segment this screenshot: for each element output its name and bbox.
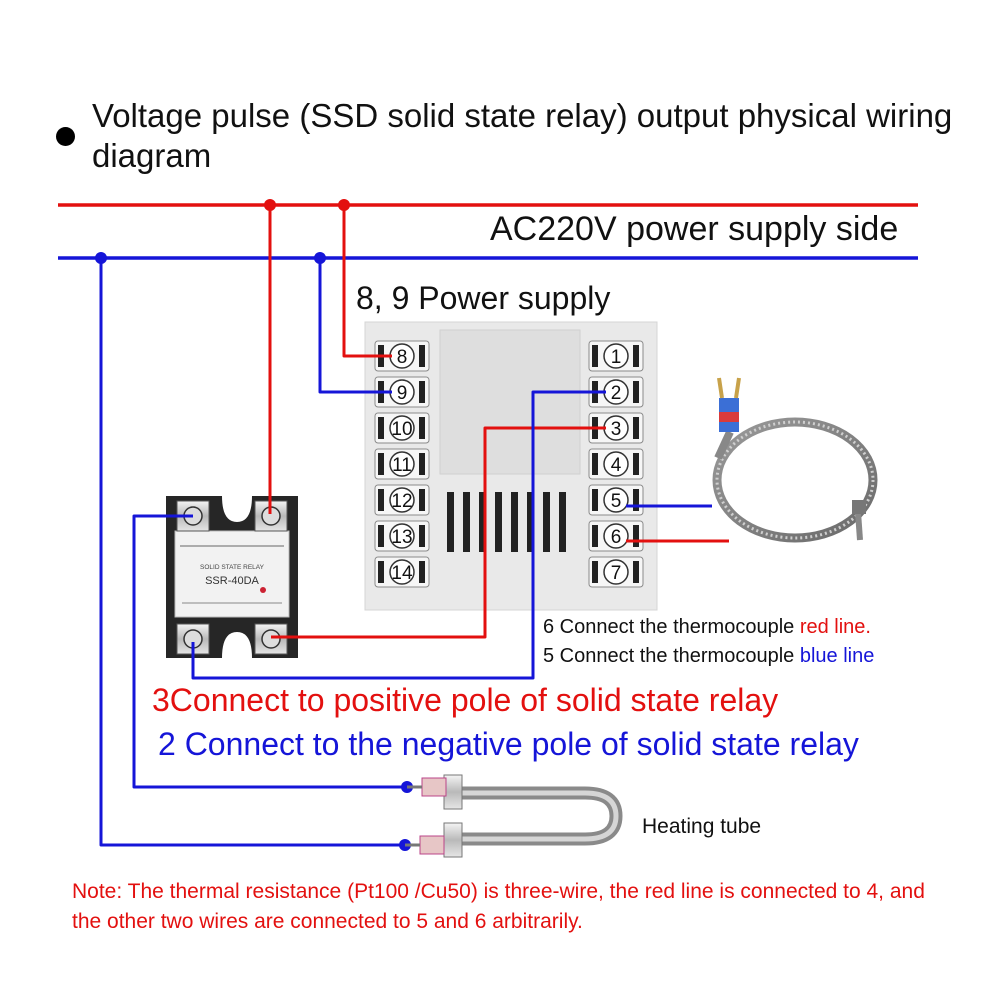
thermocouple-probe	[712, 377, 878, 543]
relay-model: SSR-40DA	[205, 575, 259, 587]
terminal-7: 7	[611, 563, 622, 584]
thermocouple-note-5-text: 5 Connect the thermocouple	[543, 645, 800, 667]
diagram-title: Voltage pulse (SSD solid state relay) ou…	[92, 97, 953, 174]
relay-label-top: SOLID STATE RELAY	[200, 564, 265, 571]
terminal-8: 8	[397, 347, 408, 368]
wire-red-to-terminal-8	[342, 205, 392, 358]
power-supply-label: 8, 9 Power supply	[356, 280, 611, 316]
thermocouple-note-6: 6 Connect the thermocouple red line.	[543, 616, 871, 639]
vent-slots	[447, 492, 566, 552]
heating-tube	[405, 774, 623, 858]
terminal-14: 14	[391, 563, 413, 584]
positive-pole-instruction: 3Connect to positive pole of solid state…	[152, 682, 779, 718]
thermocouple-red-line-word: red line.	[799, 616, 871, 638]
negative-pole-instruction: 2 Connect to the negative pole of solid …	[158, 726, 859, 762]
temperature-controller: 8 9 10 11 12 13 14 1 2 3 4 5 6 7	[364, 321, 658, 611]
terminal-4: 4	[611, 455, 622, 476]
solid-state-relay: SOLID STATE RELAY SSR-40DA	[166, 496, 298, 658]
wire-relay-load-to-heater	[132, 514, 407, 789]
wire-terminal-2-to-relay-negative	[191, 390, 606, 680]
terminal-10: 10	[391, 419, 412, 440]
heating-tube-label: Heating tube	[642, 815, 762, 838]
thermocouple-note-5: 5 Connect the thermocouple blue line	[543, 645, 874, 668]
junction-dots	[95, 199, 413, 851]
terminal-2: 2	[611, 383, 622, 404]
terminal-13: 13	[391, 527, 412, 548]
thermocouple-blue-line-word: blue line	[799, 645, 875, 667]
terminal-11: 11	[392, 455, 412, 476]
terminal-3: 3	[611, 419, 622, 440]
note-text: Note: The thermal resistance (Pt100 /Cu5…	[72, 880, 925, 933]
thermocouple-note-6-text: 6 Connect the thermocouple	[543, 616, 800, 638]
wire-terminal-3-to-relay-positive	[271, 426, 606, 639]
wire-blue-rail-to-heater	[99, 258, 405, 847]
terminal-9: 9	[397, 383, 408, 404]
terminal-6: 6	[611, 527, 622, 548]
wire-blue-to-terminal-9	[318, 258, 392, 394]
bullet-dot	[56, 127, 75, 146]
left-terminal-blocks	[374, 340, 430, 588]
terminal-5: 5	[611, 491, 622, 512]
terminal-12: 12	[391, 491, 412, 512]
ac-power-side-label: AC220V power supply side	[490, 210, 899, 248]
terminal-1: 1	[611, 347, 622, 368]
right-terminal-blocks	[588, 340, 644, 588]
